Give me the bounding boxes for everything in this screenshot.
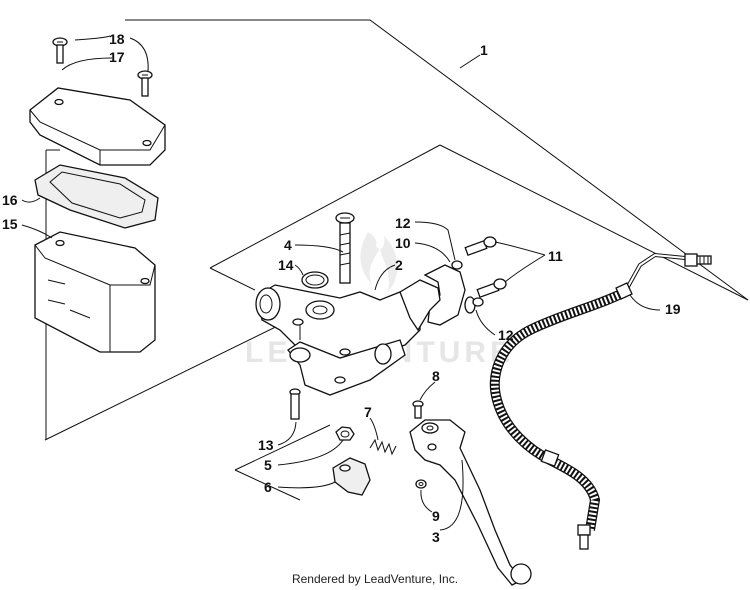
callout-16: 16: [2, 192, 18, 208]
clamp-screw-upper: [464, 236, 497, 257]
footer-credit: Rendered by LeadVenture, Inc.: [291, 572, 459, 586]
brake-hose: [489, 252, 712, 550]
washer-lower: [472, 297, 484, 307]
callout-18: 18: [109, 31, 125, 47]
callout-12-upper: 12: [395, 215, 411, 231]
callout-6: 6: [264, 479, 272, 495]
brake-lever: [409, 419, 532, 586]
o-ring: [301, 271, 329, 289]
callout-12-lower: 12: [498, 327, 514, 343]
callout-13: 13: [258, 437, 274, 453]
master-cylinder-body: [255, 284, 421, 396]
callout-14: 14: [278, 257, 294, 273]
callout-11: 11: [548, 248, 563, 264]
reservoir-body: [34, 231, 156, 353]
callout-10: 10: [395, 235, 411, 251]
callout-9: 9: [432, 508, 440, 524]
callout-7: 7: [364, 404, 372, 420]
callout-17: 17: [109, 49, 125, 65]
leader-lines: [21, 35, 661, 531]
bushing: [415, 479, 427, 489]
washer-upper: [451, 260, 463, 270]
long-bolt: [335, 212, 355, 284]
cover-screw-right: [137, 70, 153, 97]
callout-15: 15: [2, 216, 18, 232]
reservoir-cover: [29, 87, 166, 166]
pivot-pin: [412, 400, 424, 419]
callout-3: 3: [432, 529, 440, 545]
nut: [335, 426, 355, 441]
pivot-screw: [289, 388, 301, 420]
diaphragm: [34, 164, 159, 229]
callout-4: 4: [284, 237, 292, 253]
callout-8: 8: [432, 368, 440, 384]
switch: [332, 457, 371, 496]
clamp: [399, 264, 476, 332]
callout-1: 1: [480, 42, 488, 58]
clamp-screw-lower: [476, 278, 507, 299]
callout-5: 5: [264, 457, 272, 473]
assembly-outline: [44, 19, 749, 501]
callout-19: 19: [665, 301, 681, 317]
spring: [369, 438, 397, 456]
callouts: 1 2 3 4 5 6 7 8 9 10 11 12 12 13 14 15 1…: [2, 31, 681, 545]
callout-2: 2: [395, 257, 403, 273]
cover-screw-left: [52, 37, 68, 64]
